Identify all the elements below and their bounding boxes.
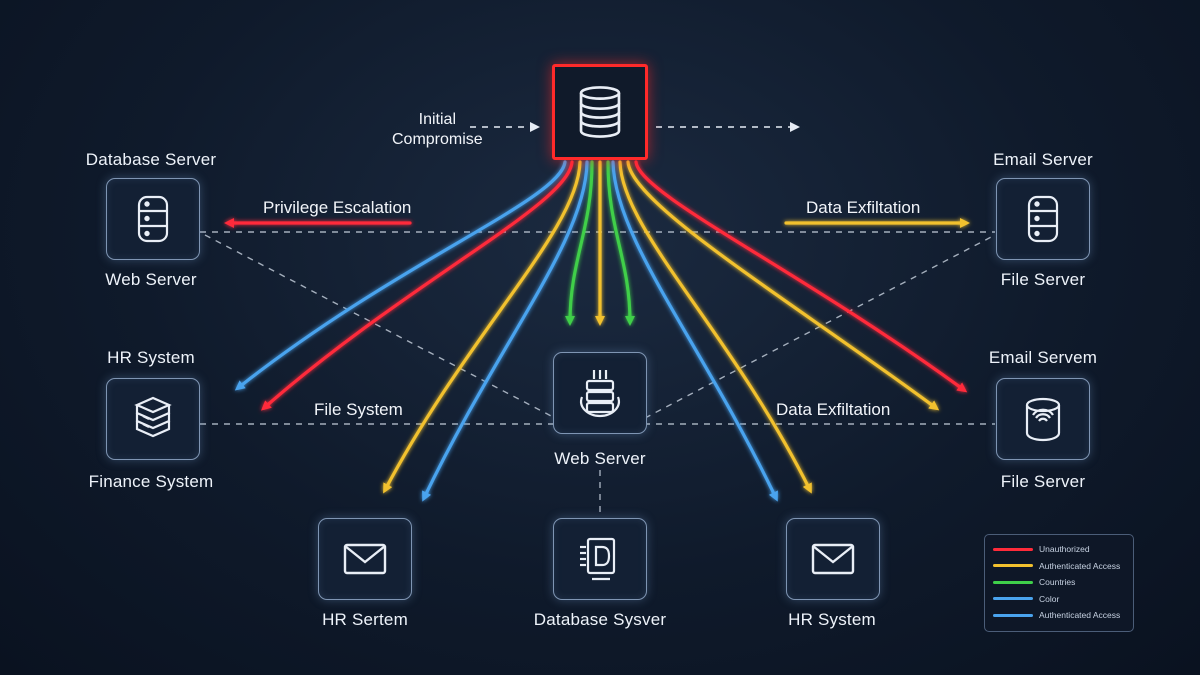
legend-item: Color <box>993 591 1125 608</box>
server-stack-icon <box>134 396 172 438</box>
legend-label: Color <box>1039 593 1060 604</box>
hr-system-node-bottom[interactable] <box>786 518 880 600</box>
legend-label: Unauthorized <box>1039 544 1090 555</box>
node-label: HR System <box>788 610 876 629</box>
data-exfiltration-label: Data Exfiltation <box>776 400 891 419</box>
edge-label-line: Compromise <box>392 131 483 148</box>
node-label: Email Server <box>993 150 1093 169</box>
edge-yellow <box>626 160 940 411</box>
initial-compromise-label: Initial Compromise <box>392 110 483 150</box>
edge-blue <box>611 160 778 502</box>
node-label: Database Sysver <box>533 610 667 629</box>
dashed-edge <box>204 234 556 419</box>
hr-sertem-node[interactable] <box>318 518 412 600</box>
edge-red <box>634 160 968 393</box>
node-label: HR Sertem <box>322 610 408 629</box>
legend-label: Countries <box>1039 577 1076 588</box>
initial-compromise-node[interactable] <box>552 64 648 160</box>
node-label: File Server <box>1000 472 1086 491</box>
node-label: Email Servem <box>988 348 1098 367</box>
legend-swatch-yellow <box>993 564 1033 568</box>
legend-swatch-blue <box>993 597 1033 601</box>
edge-yellow <box>618 160 812 494</box>
legend-item: Countries <box>993 574 1125 591</box>
email-servem-node[interactable] <box>996 378 1090 460</box>
file-system-label: File System <box>314 400 403 419</box>
node-label: Web Server <box>554 449 646 468</box>
data-exfiltration-label: Data Exfiltation <box>806 198 921 217</box>
node-label: Web Server <box>105 270 197 289</box>
legend-item: Authenticated Access <box>993 558 1125 575</box>
database-sysver-node[interactable] <box>553 518 647 600</box>
storage-drum-icon <box>1025 397 1061 442</box>
edge-yellow <box>383 160 582 494</box>
legend-item: Authenticated Access <box>993 607 1125 624</box>
database-icon <box>579 86 621 138</box>
edge-green <box>565 160 594 326</box>
legend-swatch-blue <box>993 613 1033 617</box>
node-label: Finance System <box>88 472 214 491</box>
legend-swatch-green <box>993 580 1033 584</box>
edge-blue <box>422 160 589 502</box>
node-label: Database Server <box>85 150 217 169</box>
privilege-escalation-label: Privilege Escalation <box>263 198 412 217</box>
legend-item: Unauthorized <box>993 541 1125 558</box>
edge-red <box>260 160 574 411</box>
node-label: HR System <box>107 348 195 367</box>
legend-swatch-red <box>993 547 1033 551</box>
document-icon <box>580 537 616 581</box>
node-label: File Server <box>1000 270 1086 289</box>
hr-system-node[interactable] <box>106 378 200 460</box>
server-icon <box>580 370 620 418</box>
legend: Unauthorized Authenticated Access Countr… <box>984 534 1134 632</box>
edge-green <box>606 160 635 326</box>
email-server-node[interactable] <box>996 178 1090 260</box>
envelope-icon <box>343 543 387 575</box>
database-server-node[interactable] <box>106 178 200 260</box>
legend-label: Authenticated Access <box>1039 610 1121 621</box>
edge-label-line: Initial <box>418 111 457 128</box>
envelope-icon <box>811 543 855 575</box>
database-server-icon <box>137 195 169 243</box>
edge-blue <box>234 160 567 391</box>
database-server-icon <box>1027 195 1059 243</box>
web-server-node[interactable] <box>553 352 647 434</box>
legend-label: Authenticated Access <box>1039 560 1121 571</box>
